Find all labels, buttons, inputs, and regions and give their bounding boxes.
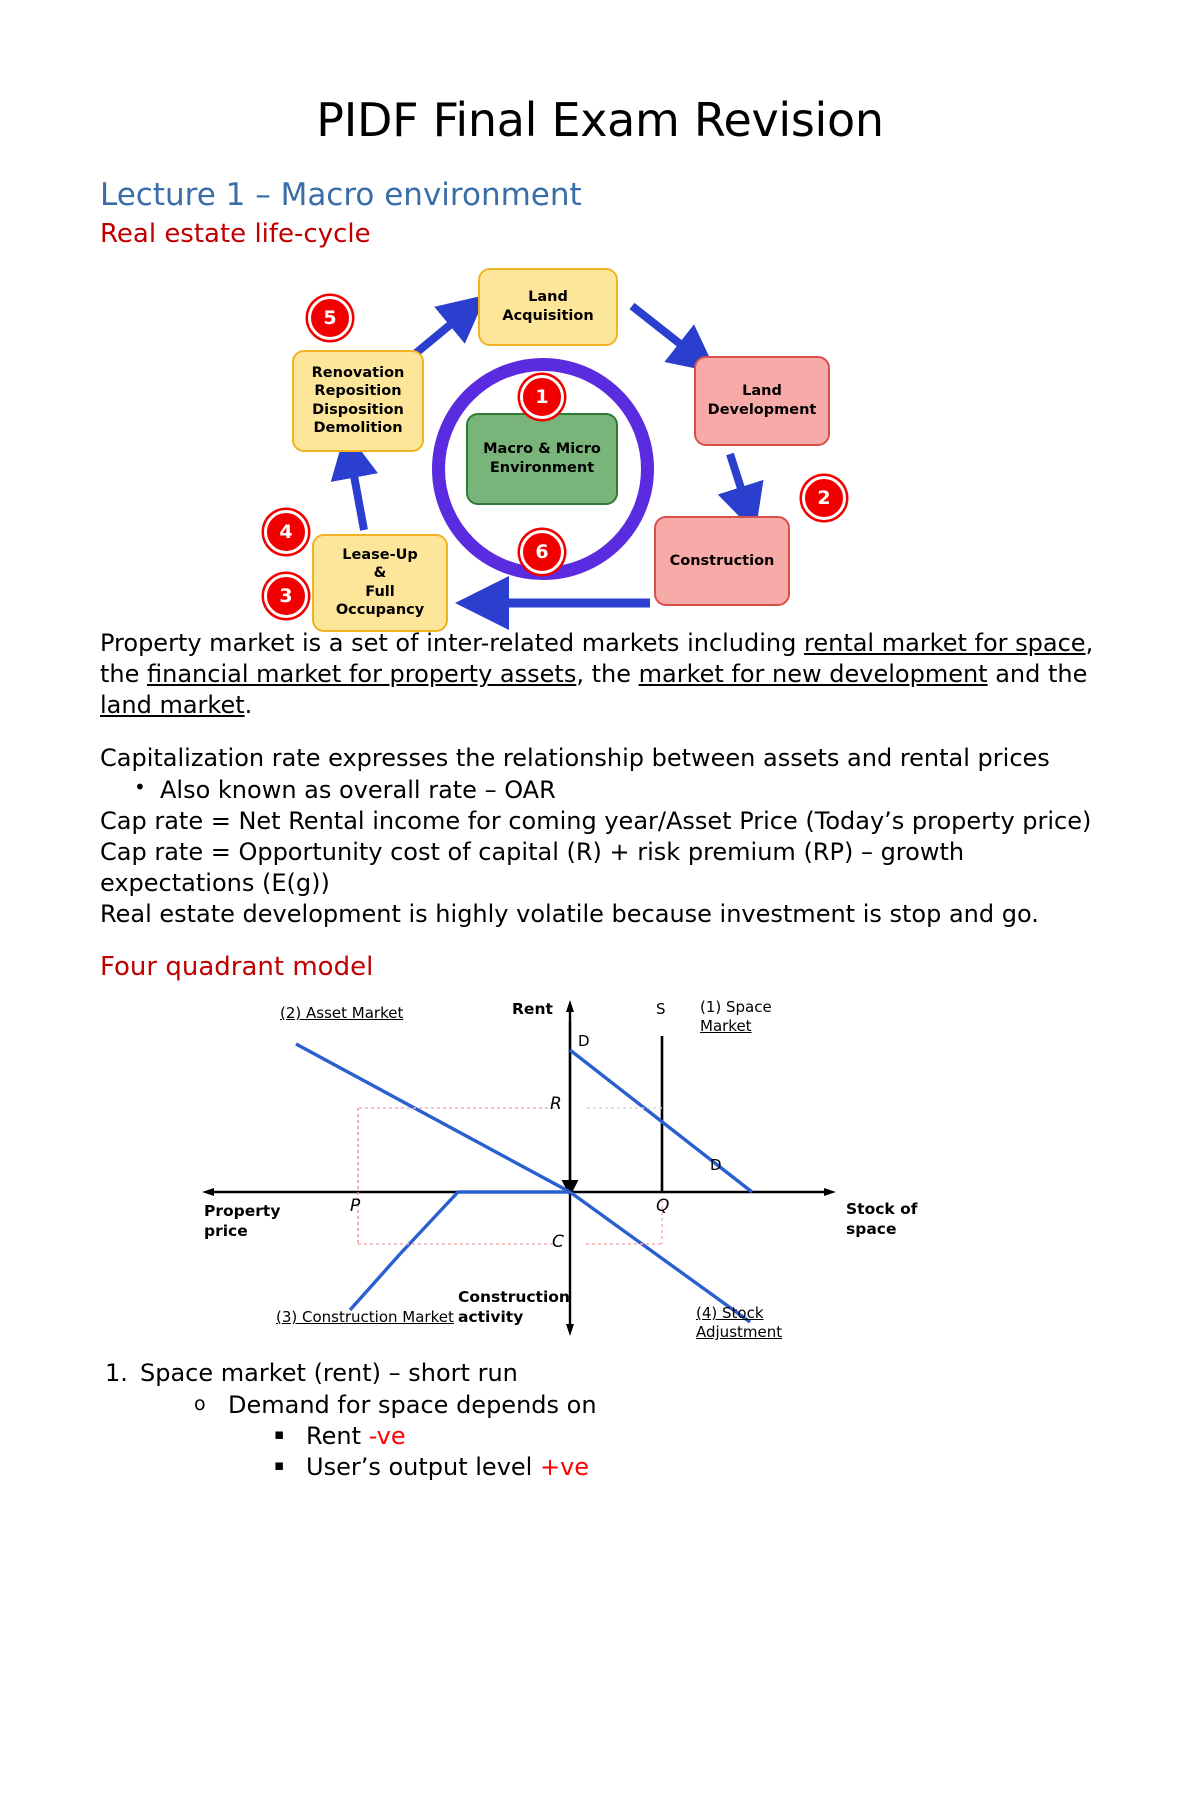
paragraph-cap-formula-1: Cap rate = Net Rental income for coming … bbox=[100, 806, 1092, 835]
land-acquisition-line2: Acquisition bbox=[502, 307, 594, 324]
paragraph-cap-formula-2: Cap rate = Opportunity cost of capital (… bbox=[100, 837, 965, 898]
renovation-line1: Renovation bbox=[311, 364, 405, 381]
equilibrium-price-P: P bbox=[350, 1196, 361, 1217]
construction-activity-line1: Construction bbox=[458, 1288, 570, 1307]
macro-micro-line1: Macro & Micro bbox=[483, 441, 601, 458]
renovation-line4: Demolition bbox=[313, 420, 403, 437]
equilibrium-stock-Q: Q bbox=[656, 1196, 670, 1217]
pm-part3: , the bbox=[576, 660, 639, 689]
badge-step-2: 2 bbox=[802, 475, 846, 520]
outline-item-2-marker: o bbox=[194, 1392, 206, 1415]
life-cycle-arrows bbox=[250, 258, 890, 630]
page-title: PIDF Final Exam Revision bbox=[316, 93, 884, 147]
equilibrium-construction-C: C bbox=[552, 1232, 564, 1253]
curve-label-demand-top: D bbox=[578, 1032, 590, 1051]
construction-label: Construction bbox=[669, 552, 775, 569]
stock-space-line2: space bbox=[846, 1219, 897, 1238]
outline-item-1-label: Space market (rent) – short run bbox=[140, 1359, 518, 1388]
property-price-line2: price bbox=[204, 1221, 248, 1240]
curve-label-supply: S bbox=[656, 1000, 666, 1019]
real-estate-life-cycle-diagram: Macro & Micro Environment Land Acquisiti… bbox=[250, 258, 890, 632]
pm-underline2: financial market for property assets bbox=[147, 660, 577, 689]
axis-label-stock-of-space: Stock of space bbox=[846, 1200, 918, 1239]
curve-label-demand-end: D bbox=[710, 1156, 722, 1175]
land-acquisition-line1: Land bbox=[528, 289, 568, 306]
equilibrium-rent-R: R bbox=[550, 1094, 562, 1115]
document-page: PIDF Final Exam Revision Lecture 1 – Mac… bbox=[0, 96, 1200, 1794]
badge-step-4: 4 bbox=[264, 509, 308, 554]
box-land-acquisition: Land Acquisition bbox=[478, 267, 618, 346]
outline-item-1: 1. Space market (rent) – short run bbox=[105, 1358, 1200, 1389]
badge-step-5: 5 bbox=[308, 295, 352, 340]
box-lease-up-full-occupancy: Lease-Up & Full Occupancy bbox=[312, 533, 448, 632]
spacer bbox=[100, 721, 1100, 743]
outline-item-4-marker: ▪ bbox=[274, 1455, 285, 1474]
box-construction: Construction bbox=[654, 515, 790, 606]
pm-part1: Property market is a set of inter-relate… bbox=[100, 628, 804, 657]
lease-line2: & bbox=[373, 565, 387, 582]
outline-item-3-value: -ve bbox=[368, 1421, 406, 1450]
land-development-line2: Development bbox=[707, 401, 817, 418]
space-market-line1: (1) Space bbox=[700, 998, 772, 1017]
outline-item-2: o Demand for space depends on bbox=[194, 1390, 1200, 1421]
section-heading-four-quadrant: Four quadrant model bbox=[100, 951, 374, 982]
axis-label-construction-activity: Construction activity bbox=[458, 1288, 570, 1327]
box-land-development: Land Development bbox=[694, 355, 830, 446]
box-renovation-reposition-disposition-demolition: Renovation Reposition Disposition Demoli… bbox=[292, 349, 424, 452]
lease-line4: Occupancy bbox=[335, 602, 425, 619]
lease-line3: Full bbox=[365, 583, 395, 600]
macro-micro-line2: Environment bbox=[489, 459, 595, 476]
outline-item-4: ▪ User’s output level +ve bbox=[274, 1452, 1200, 1483]
axis-label-rent: Rent bbox=[512, 1000, 553, 1019]
outline-item-3: ▪ Rent -ve bbox=[274, 1421, 1200, 1452]
lease-line1: Lease-Up bbox=[342, 546, 418, 563]
paragraph-cap-intro: Capitalization rate expresses the relati… bbox=[100, 744, 1050, 773]
pm-part2: , the bbox=[100, 628, 1094, 689]
cap-bullet-list: Also known as overall rate – OAR bbox=[100, 774, 1100, 806]
badge-step-6: 6 bbox=[520, 529, 564, 574]
pm-underline3: market for new development bbox=[638, 660, 988, 689]
four-quadrant-svg bbox=[202, 1000, 836, 1337]
outline-item-3-marker: ▪ bbox=[274, 1424, 285, 1443]
asset-market-text: (2) Asset Market bbox=[280, 1004, 404, 1023]
body-text-block: Property market is a set of inter-relate… bbox=[100, 628, 1100, 983]
outline-item-1-number: 1. bbox=[105, 1359, 128, 1388]
outline-item-2-label: Demand for space depends on bbox=[228, 1390, 597, 1419]
stock-adjustment-line2: Adjustment bbox=[696, 1323, 783, 1342]
axis-label-property-price: Property price bbox=[204, 1202, 280, 1241]
stock-space-line1: Stock of bbox=[846, 1200, 918, 1219]
paragraph-volatile: Real estate development is highly volati… bbox=[100, 900, 1039, 929]
stock-adjustment-line1: (4) Stock bbox=[696, 1304, 764, 1323]
badge-step-1: 1 bbox=[520, 374, 564, 419]
label-asset-market: (2) Asset Market bbox=[280, 1004, 403, 1023]
spacer-2 bbox=[100, 931, 1100, 953]
property-price-line1: Property bbox=[204, 1202, 281, 1221]
outline-item-3-label: Rent bbox=[306, 1421, 369, 1450]
label-stock-adjustment: (4) Stock Adjustment bbox=[696, 1304, 782, 1342]
lecture-heading: Lecture 1 – Macro environment bbox=[100, 177, 582, 214]
badge-step-3: 3 bbox=[264, 573, 308, 618]
construction-activity-line2: activity bbox=[458, 1307, 524, 1326]
list-item: Also known as overall rate – OAR bbox=[134, 774, 1100, 806]
pm-underline1: rental market for space bbox=[804, 628, 1086, 657]
renovation-line3: Disposition bbox=[312, 401, 404, 418]
four-quadrant-model-chart: (2) Asset Market Rent S (1) Space Market… bbox=[100, 992, 1100, 1352]
box-macro-micro-environment: Macro & Micro Environment bbox=[466, 412, 618, 505]
section-heading-life-cycle: Real estate life-cycle bbox=[100, 218, 371, 249]
construction-market-text: (3) Construction Market bbox=[276, 1308, 454, 1327]
outline-list: 1. Space market (rent) – short run o Deman… bbox=[0, 1358, 1200, 1483]
pm-part5: . bbox=[244, 691, 253, 720]
pm-part4: and the bbox=[987, 660, 1088, 689]
outline-item-4-label: User’s output level bbox=[306, 1452, 540, 1481]
pm-underline4: land market bbox=[100, 691, 245, 720]
outline-item-4-value: +ve bbox=[539, 1452, 590, 1481]
paragraph-property-market: Property market is a set of inter-relate… bbox=[100, 628, 1100, 722]
renovation-line2: Reposition bbox=[314, 383, 402, 400]
label-space-market: (1) Space Market bbox=[700, 998, 772, 1036]
label-construction-market: (3) Construction Market bbox=[276, 1308, 454, 1327]
land-development-line1: Land bbox=[742, 383, 782, 400]
space-market-line2: Market bbox=[700, 1017, 752, 1036]
